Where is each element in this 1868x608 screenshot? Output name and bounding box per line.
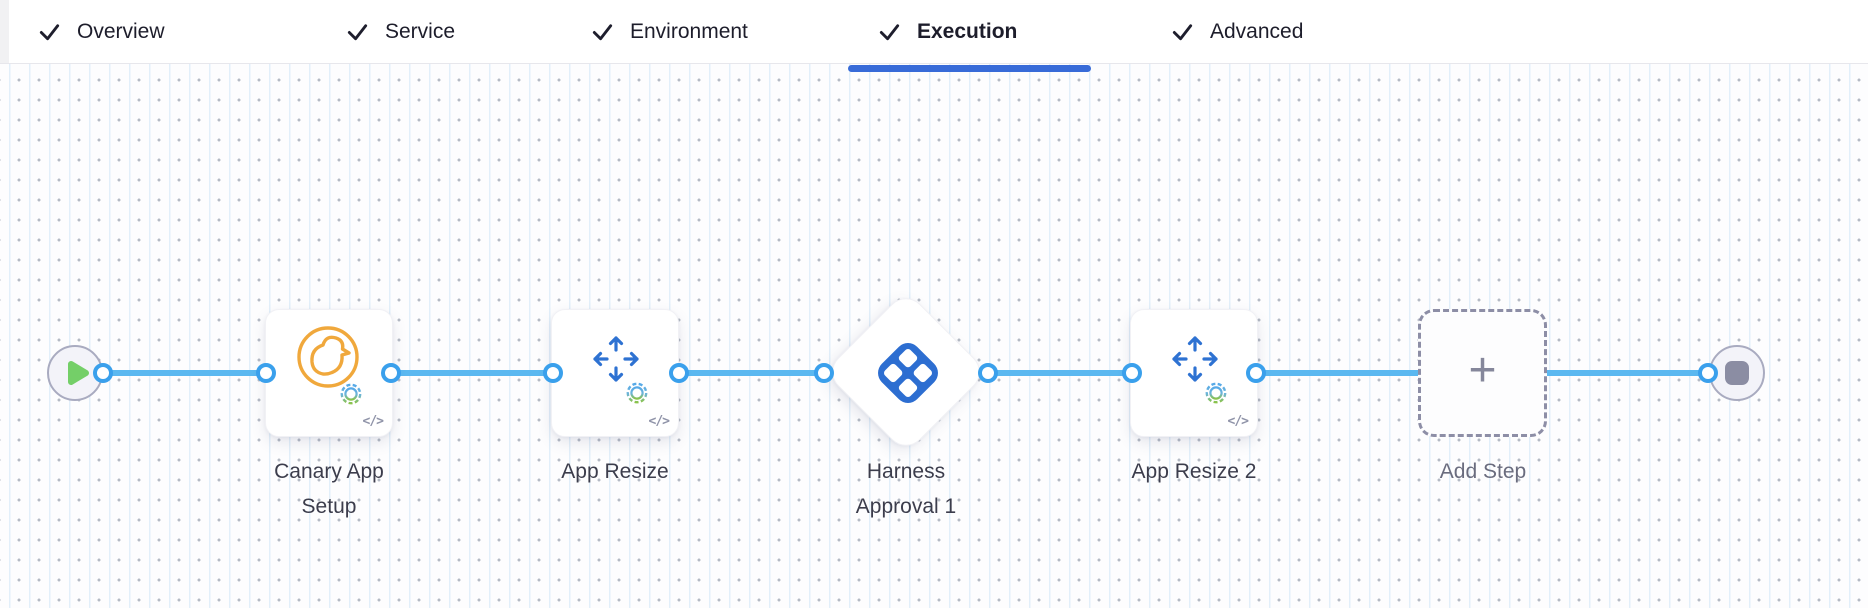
canary-icon bbox=[297, 326, 359, 388]
tab-environment[interactable]: Environment bbox=[590, 0, 748, 63]
resize-arrows-icon bbox=[593, 336, 639, 382]
end-node bbox=[1709, 345, 1765, 401]
node-label: Harness Approval 1 bbox=[855, 460, 957, 518]
check-icon bbox=[1172, 24, 1193, 41]
node-label: Add Step bbox=[1439, 460, 1527, 483]
connector-point bbox=[1122, 363, 1142, 383]
tab-label: Environment bbox=[630, 19, 748, 43]
tab-advanced[interactable]: Advanced bbox=[1170, 0, 1304, 63]
connector-point bbox=[256, 363, 276, 383]
connector-point bbox=[669, 363, 689, 383]
header-left-edge bbox=[0, 0, 9, 63]
connector-point bbox=[93, 363, 113, 383]
start-node bbox=[47, 345, 103, 401]
gear-icon bbox=[1205, 382, 1227, 404]
connector-line bbox=[985, 370, 1135, 376]
node-label: App Resize bbox=[561, 460, 669, 483]
connector-line bbox=[388, 370, 556, 376]
check-icon bbox=[347, 24, 368, 41]
step-harness-approval-1[interactable] bbox=[823, 289, 989, 455]
active-tab-underline bbox=[848, 65, 1091, 72]
connector-point bbox=[814, 363, 834, 383]
stop-icon bbox=[1725, 361, 1749, 385]
connector-line bbox=[100, 370, 268, 376]
tab-service[interactable]: Service bbox=[345, 0, 456, 63]
node-label: App Resize 2 bbox=[1131, 460, 1257, 483]
gear-icon bbox=[626, 382, 648, 404]
add-step-button[interactable]: + bbox=[1418, 309, 1547, 437]
connector-point bbox=[1246, 363, 1266, 383]
tab-overview[interactable]: Overview bbox=[37, 0, 165, 63]
tab-label: Execution bbox=[917, 19, 1018, 43]
plus-icon: + bbox=[1468, 344, 1497, 397]
connector-point bbox=[543, 363, 563, 383]
connector-point bbox=[1698, 363, 1718, 383]
tab-execution[interactable]: Execution bbox=[877, 0, 1018, 63]
pipeline-canvas[interactable]: </> </> bbox=[0, 64, 1868, 608]
connector-point bbox=[381, 363, 401, 383]
tab-label: Service bbox=[385, 19, 456, 43]
check-icon bbox=[592, 24, 613, 41]
code-badge-icon: </> bbox=[362, 414, 385, 429]
code-badge-icon: </> bbox=[1227, 414, 1250, 429]
step-canary-app-setup[interactable]: </> bbox=[265, 309, 393, 437]
tab-label: Advanced bbox=[1210, 19, 1304, 43]
step-app-resize-2[interactable]: </> bbox=[1130, 309, 1258, 437]
stage-config-tabbar: Overview Service Environment Execution A… bbox=[0, 0, 1868, 64]
resize-arrows-icon bbox=[1172, 336, 1218, 382]
node-label: Canary App Setup bbox=[274, 460, 384, 518]
check-icon bbox=[879, 24, 900, 41]
connector-point bbox=[978, 363, 998, 383]
step-app-resize[interactable]: </> bbox=[551, 309, 679, 437]
check-icon bbox=[39, 24, 60, 41]
code-badge-icon: </> bbox=[648, 414, 671, 429]
play-icon bbox=[68, 361, 89, 385]
tab-label: Overview bbox=[77, 19, 165, 43]
connector-line bbox=[676, 370, 826, 376]
gear-icon bbox=[340, 383, 362, 405]
